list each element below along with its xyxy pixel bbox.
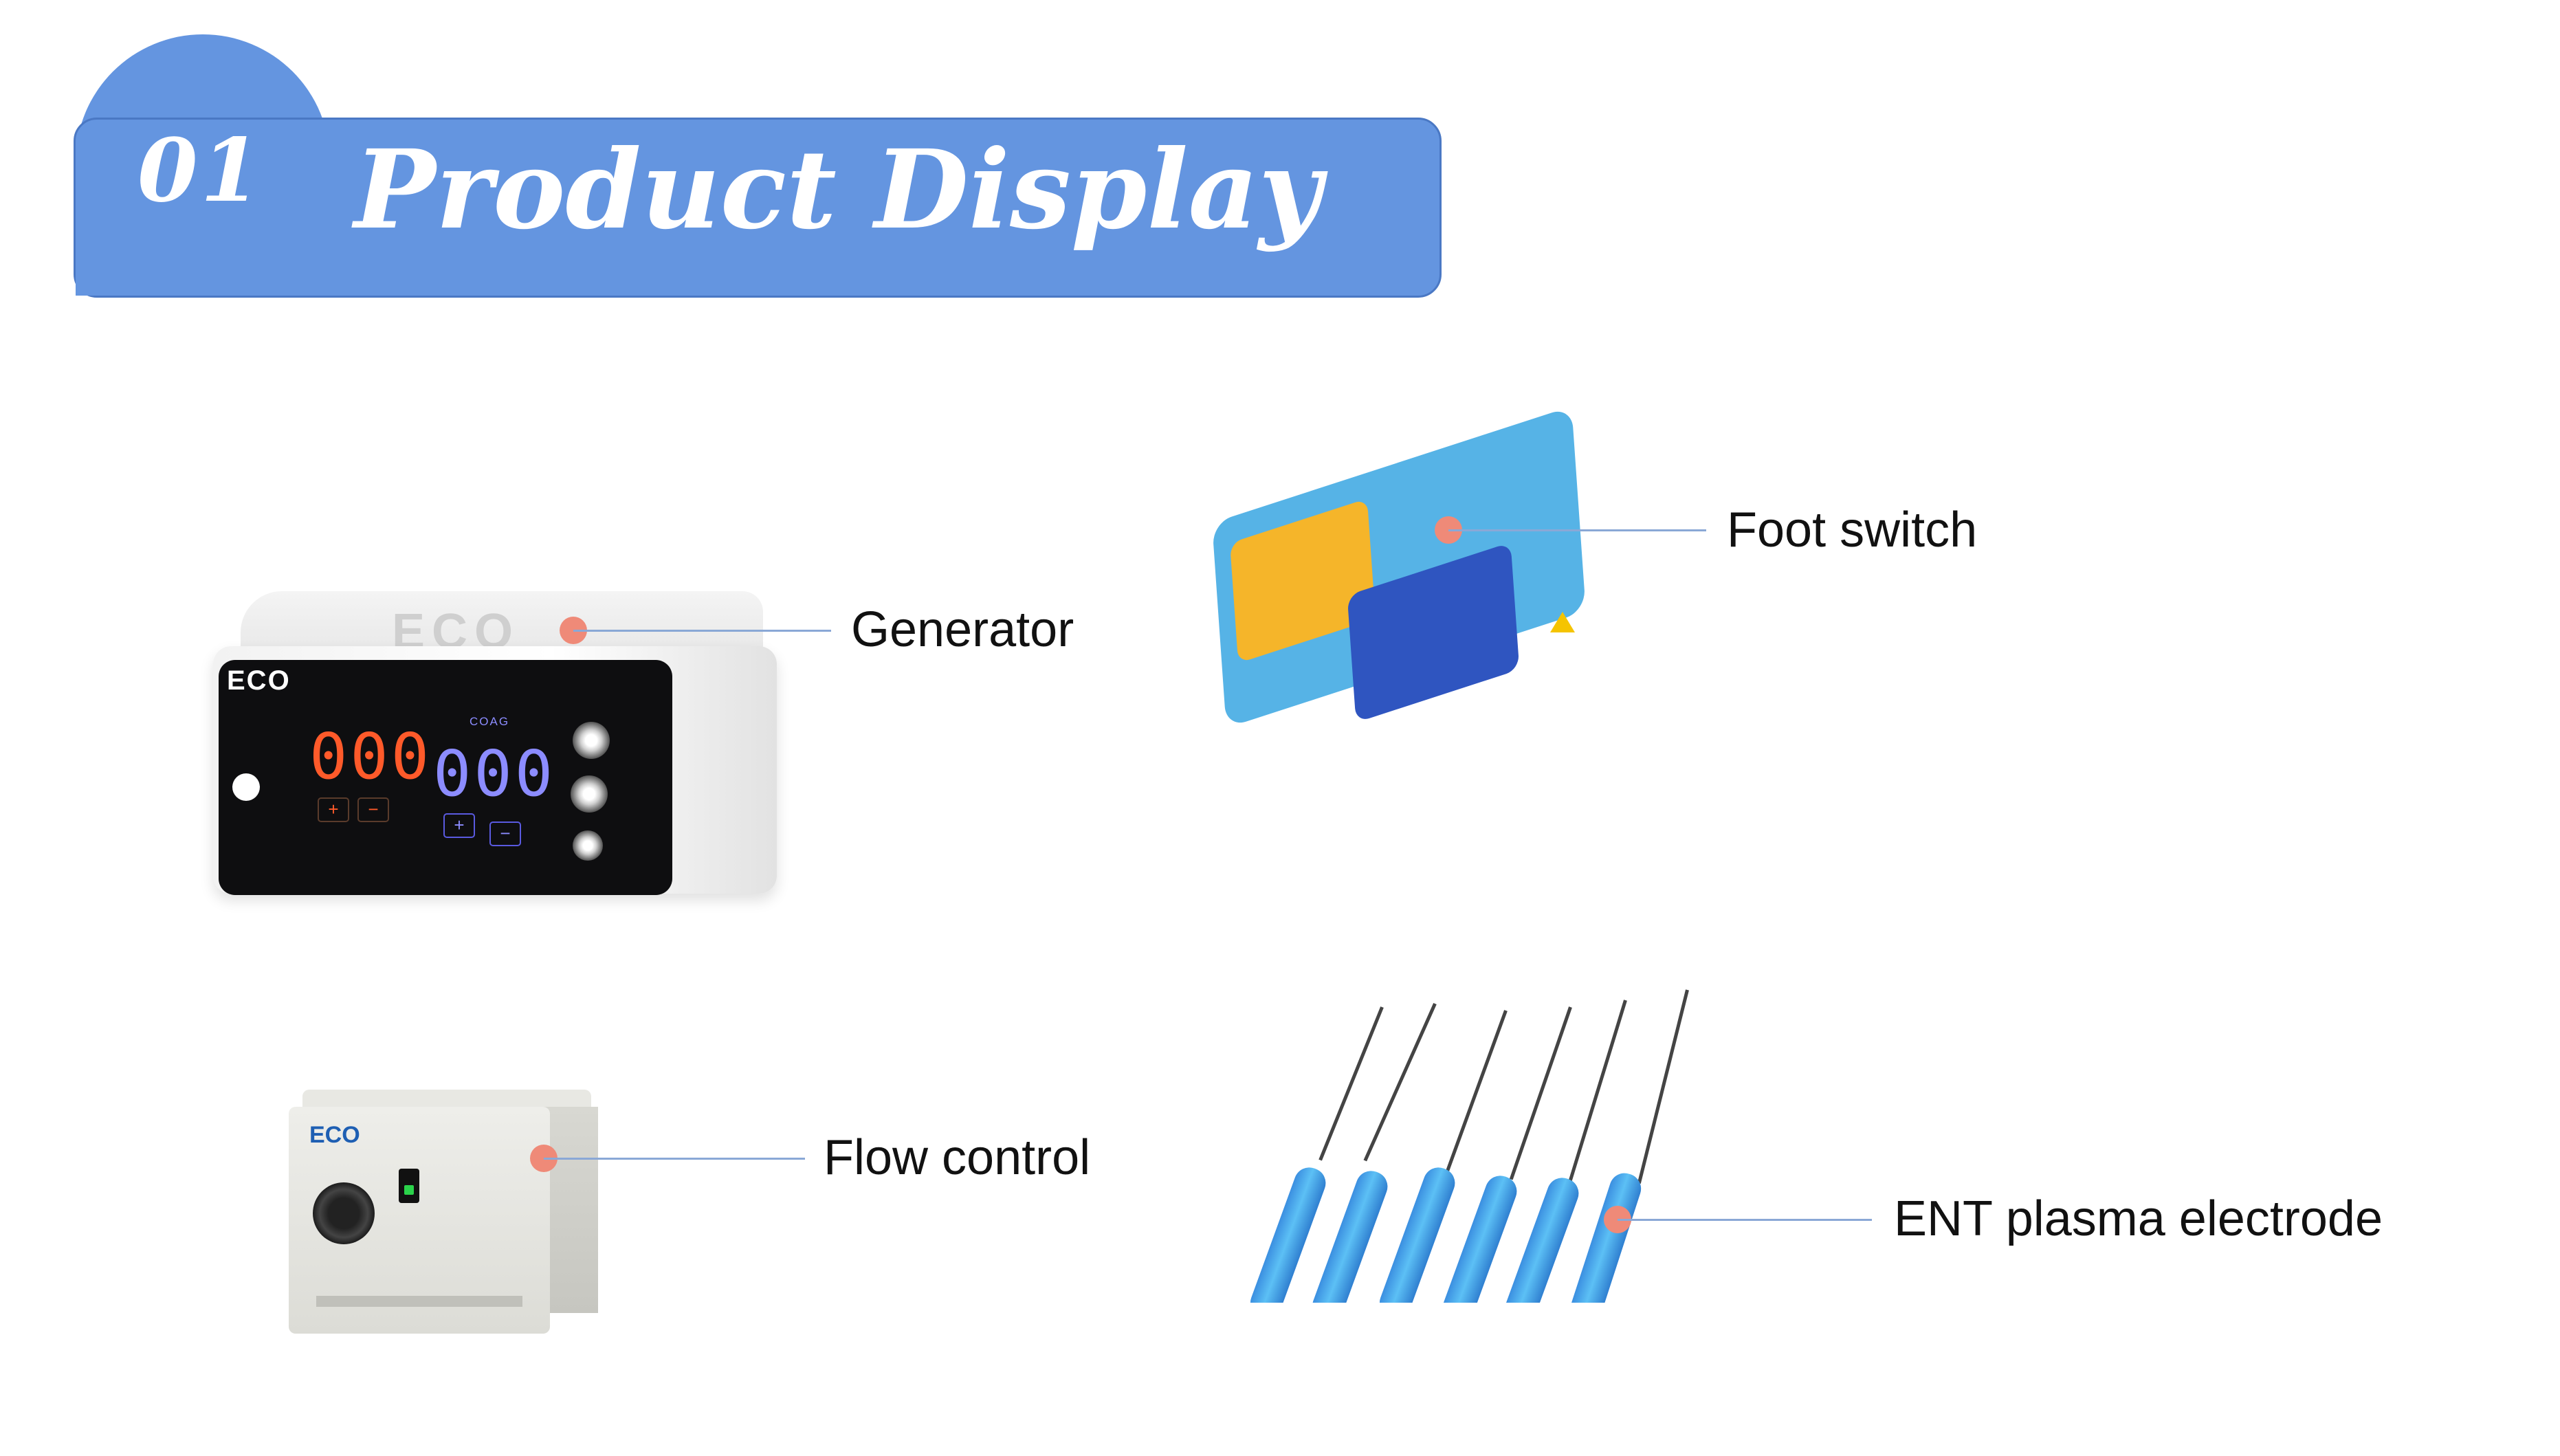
output-port-2 bbox=[571, 775, 608, 813]
cut-minus-button: − bbox=[357, 797, 389, 822]
flow-control-nameplate bbox=[316, 1296, 522, 1307]
generator-leader-line bbox=[573, 630, 831, 632]
coag-minus-button: − bbox=[489, 821, 521, 846]
cut-plus-button: + bbox=[318, 797, 349, 822]
flow-control-side bbox=[543, 1107, 598, 1313]
section-number: 01 bbox=[137, 120, 264, 221]
flow-control-logo: ECO bbox=[309, 1122, 360, 1148]
flow-control-leader-line bbox=[544, 1158, 805, 1160]
electrode-wire-6 bbox=[1637, 989, 1689, 1184]
foot-switch-leader-line bbox=[1448, 529, 1706, 531]
electrode-wire-5 bbox=[1567, 1000, 1627, 1185]
output-port-1 bbox=[573, 722, 610, 759]
flow-control-dial bbox=[313, 1182, 375, 1244]
page-title: Product Display bbox=[354, 126, 1322, 254]
coag-mode-label: COAG bbox=[470, 715, 510, 728]
electrode-crop-mask bbox=[1237, 1303, 1622, 1344]
electrode-wire-4 bbox=[1509, 1006, 1572, 1180]
switch-indicator-icon bbox=[404, 1185, 414, 1195]
generator-logo: ECO bbox=[227, 665, 291, 696]
foot-switch-label: Foot switch bbox=[1727, 503, 1978, 558]
coag-display: 000 bbox=[433, 737, 556, 810]
output-port-3 bbox=[573, 830, 603, 861]
cut-display: 000 bbox=[309, 720, 432, 793]
coag-plus-button: + bbox=[443, 813, 475, 838]
electrode-wire-3 bbox=[1443, 1010, 1508, 1180]
flow-control-label: Flow control bbox=[824, 1130, 1091, 1185]
generator-label: Generator bbox=[851, 602, 1074, 657]
electrode-leader-line bbox=[1618, 1219, 1872, 1221]
header-banner-bump-base bbox=[76, 179, 330, 296]
ent-electrode-label: ENT plasma electrode bbox=[1894, 1191, 2383, 1246]
power-button bbox=[232, 773, 260, 801]
warning-icon bbox=[1550, 612, 1575, 632]
